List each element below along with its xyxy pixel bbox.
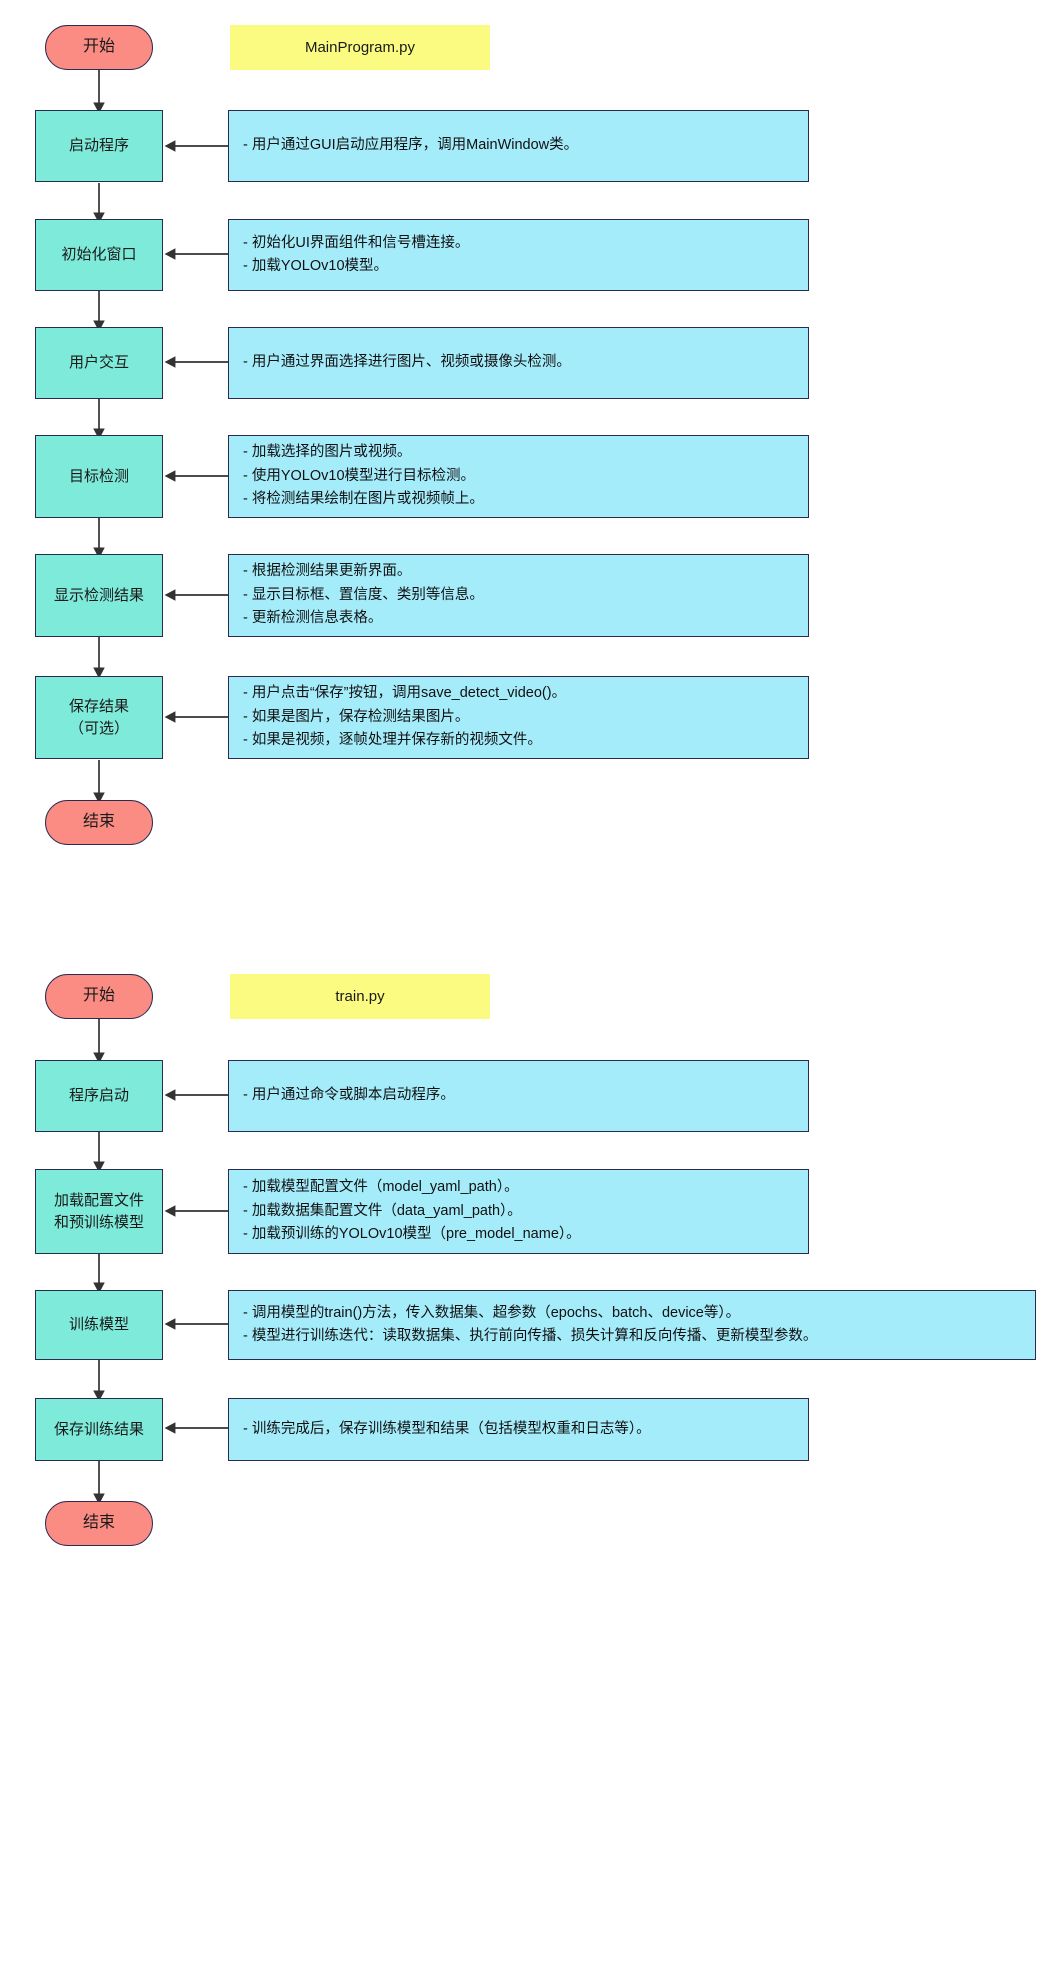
annotation-line: - 用户通过界面选择进行图片、视频或摄像头检测。: [243, 354, 571, 371]
annotation-line: - 如果是图片，保存检测结果图片。: [243, 708, 470, 725]
annotation-line: - 用户通过命令或脚本启动程序。: [243, 1087, 455, 1104]
annotation-box-mubiaojiance: - 加载选择的图片或视频。 - 使用YOLOv10模型进行目标检测。 - 将检测…: [228, 435, 809, 518]
process-node-qidongchengxu[interactable]: 启动程序: [35, 110, 163, 182]
annotation-line: - 加载数据集配置文件（data_yaml_path）。: [243, 1202, 522, 1219]
process-node-baocunxunlianjieguo[interactable]: 保存训练结果: [35, 1398, 163, 1461]
process-node-xunlianmoxing[interactable]: 训练模型: [35, 1290, 163, 1360]
annotation-line: - 将检测结果绘制在图片或视频帧上。: [243, 491, 484, 508]
annotation-line: - 如果是视频，逐帧处理并保存新的视频文件。: [243, 732, 542, 749]
process-node-chengxuqidong[interactable]: 程序启动: [35, 1060, 163, 1132]
flowchart-title-main-program: MainProgram.py: [230, 25, 490, 70]
annotation-box-yonghujiaohu: - 用户通过界面选择进行图片、视频或摄像头检测。: [228, 327, 809, 399]
end-node-main-program[interactable]: 结束: [45, 800, 153, 845]
annotation-box-chengxuqidong: - 用户通过命令或脚本启动程序。: [228, 1060, 809, 1132]
annotation-line: - 根据检测结果更新界面。: [243, 563, 412, 580]
annotation-line: - 使用YOLOv10模型进行目标检测。: [243, 467, 476, 484]
process-node-baocunjieguo[interactable]: 保存结果 （可选）: [35, 676, 163, 759]
annotation-line: - 用户通过GUI启动应用程序，调用MainWindow类。: [243, 137, 579, 154]
annotation-line: - 加载模型配置文件（model_yaml_path）。: [243, 1179, 519, 1196]
process-node-jiazaipeizhiwenjian[interactable]: 加载配置文件 和预训练模型: [35, 1169, 163, 1254]
start-node-train[interactable]: 开始: [45, 974, 153, 1019]
process-node-mubiaojiance[interactable]: 目标检测: [35, 435, 163, 518]
process-node-xianshijianceijieguo[interactable]: 显示检测结果: [35, 554, 163, 637]
annotation-line: - 模型进行训练迭代：读取数据集、执行前向传播、损失计算和反向传播、更新模型参数…: [243, 1328, 818, 1344]
start-node-main-program[interactable]: 开始: [45, 25, 153, 70]
annotation-box-baocunjieguo: - 用户点击“保存”按钮，调用save_detect_video()。 - 如果…: [228, 676, 809, 759]
annotation-line: - 加载选择的图片或视频。: [243, 444, 412, 461]
annotation-line: - 初始化UI界面组件和信号槽连接。: [243, 234, 470, 251]
annotation-box-xunlianmoxing: - 调用模型的train()方法，传入数据集、超参数（epochs、batch、…: [228, 1290, 1036, 1360]
flowchart-title-train: train.py: [230, 974, 490, 1019]
annotation-box-chushihuachuangkou: - 初始化UI界面组件和信号槽连接。 - 加载YOLOv10模型。: [228, 219, 809, 291]
annotation-line: - 加载预训练的YOLOv10模型（pre_model_name）。: [243, 1226, 581, 1243]
process-node-yonghujiaohu[interactable]: 用户交互: [35, 327, 163, 399]
annotation-line: - 调用模型的train()方法，传入数据集、超参数（epochs、batch、…: [243, 1304, 741, 1321]
end-node-train[interactable]: 结束: [45, 1501, 153, 1546]
annotation-box-jiazaipeizhiwenjian: - 加载模型配置文件（model_yaml_path）。 - 加载数据集配置文件…: [228, 1169, 809, 1254]
annotation-box-xianshijianceijieguo: - 根据检测结果更新界面。 - 显示目标框、置信度、类别等信息。 - 更新检测信…: [228, 554, 809, 637]
annotation-line: - 加载YOLOv10模型。: [243, 258, 389, 274]
annotation-box-baocunxunlianjieguo: - 训练完成后，保存训练模型和结果（包括模型权重和日志等）。: [228, 1398, 809, 1461]
annotation-box-qidongchengxu: - 用户通过GUI启动应用程序，调用MainWindow类。: [228, 110, 809, 182]
process-node-chushihuachuangkou[interactable]: 初始化窗口: [35, 219, 163, 291]
annotation-line: - 更新检测信息表格。: [243, 610, 383, 627]
annotation-line: - 显示目标框、置信度、类别等信息。: [243, 586, 484, 603]
annotation-line: - 训练完成后，保存训练模型和结果（包括模型权重和日志等）。: [243, 1420, 651, 1437]
annotation-line: - 用户点击“保存”按钮，调用save_detect_video()。: [243, 685, 567, 702]
